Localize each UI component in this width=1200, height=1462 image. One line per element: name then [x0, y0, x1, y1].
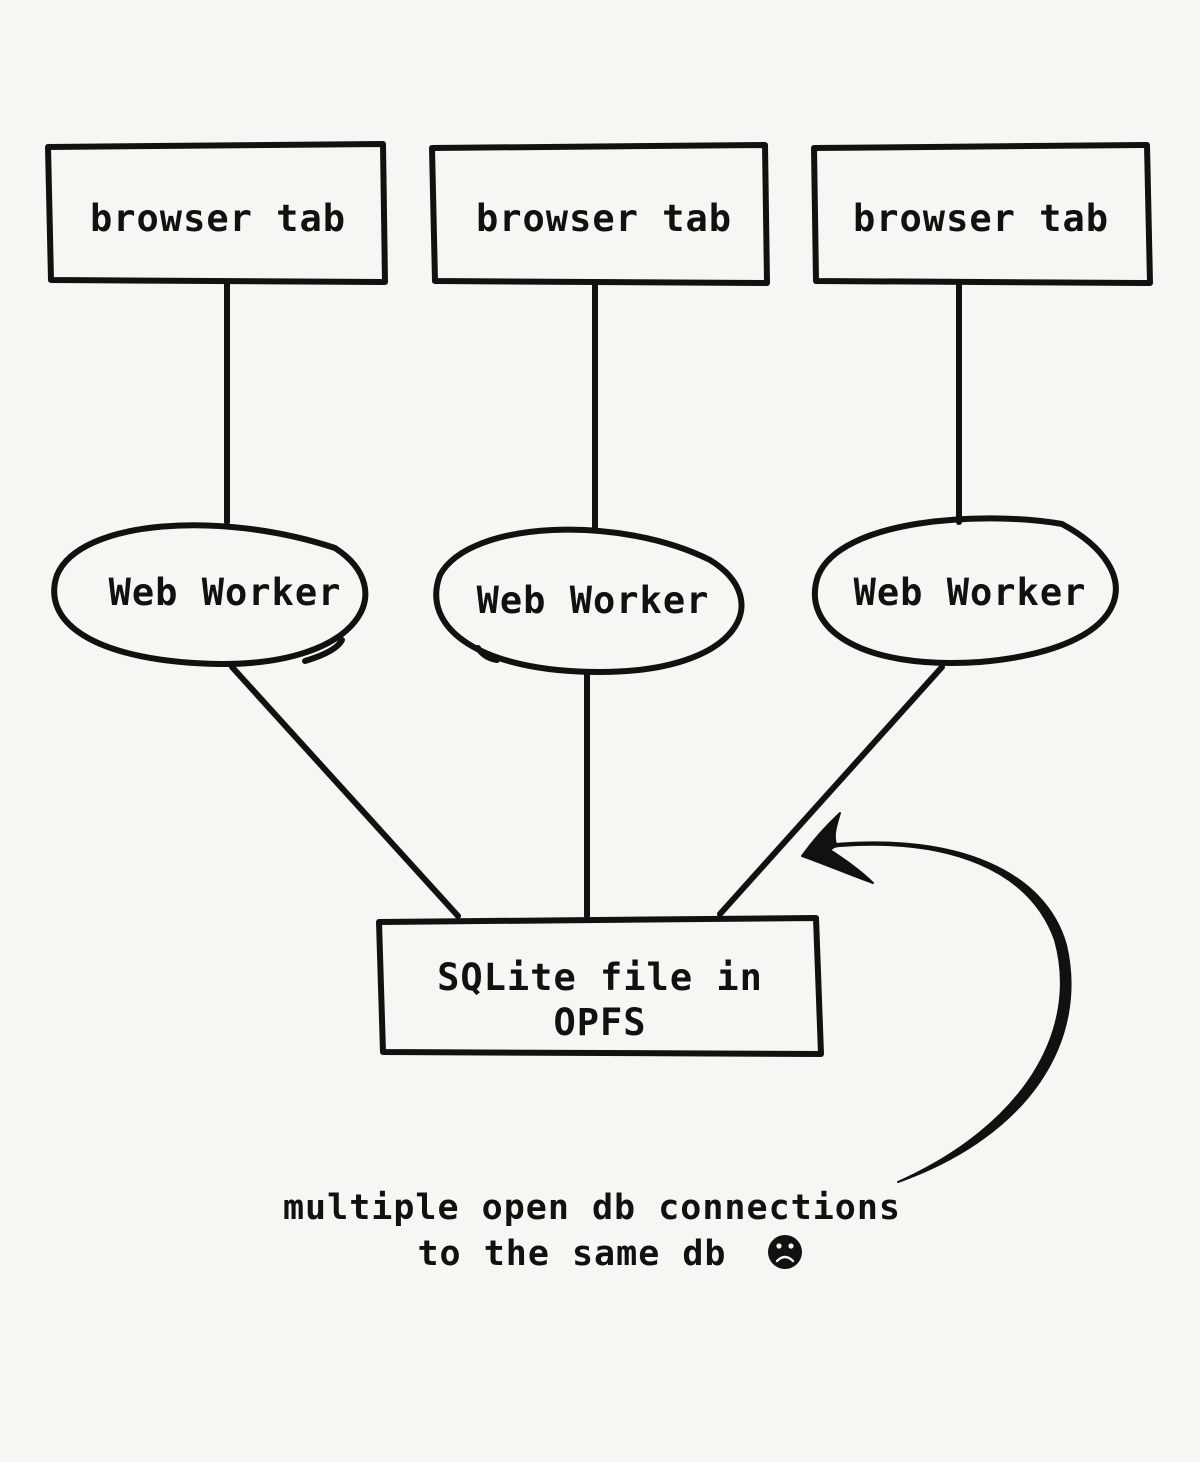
web-worker-node-3: Web Worker	[811, 515, 1119, 666]
browser-tab-label-3: browser tab	[853, 197, 1109, 240]
web-worker-node-2: Web Worker	[433, 526, 745, 675]
browser-tab-label-1: browser tab	[90, 197, 346, 240]
annotation-text-line-1: multiple open db connections	[283, 1188, 901, 1228]
frowning-face-icon	[768, 1235, 802, 1269]
connector-worker3-sqlite	[717, 664, 945, 917]
annotation-text-line-2: to the same db	[417, 1234, 726, 1274]
web-worker-node-1: Web Worker	[51, 522, 369, 668]
connector-worker1-sqlite	[229, 664, 461, 919]
sqlite-label-line-2: OPFS	[553, 1001, 646, 1044]
browser-tab-box-2: browser tab	[429, 142, 770, 286]
annotation-arrow	[801, 812, 1072, 1183]
web-worker-label-2: Web Worker	[477, 579, 710, 622]
browser-tab-box-1: browser tab	[45, 141, 388, 285]
sqlite-file-box: SQLite file in OPFS	[376, 915, 824, 1057]
web-worker-label-1: Web Worker	[109, 571, 342, 614]
browser-tab-box-3: browser tab	[811, 142, 1153, 286]
web-worker-label-3: Web Worker	[854, 571, 1087, 614]
browser-tab-label-2: browser tab	[476, 197, 732, 240]
sqlite-label-line-1: SQLite file in	[437, 956, 763, 999]
